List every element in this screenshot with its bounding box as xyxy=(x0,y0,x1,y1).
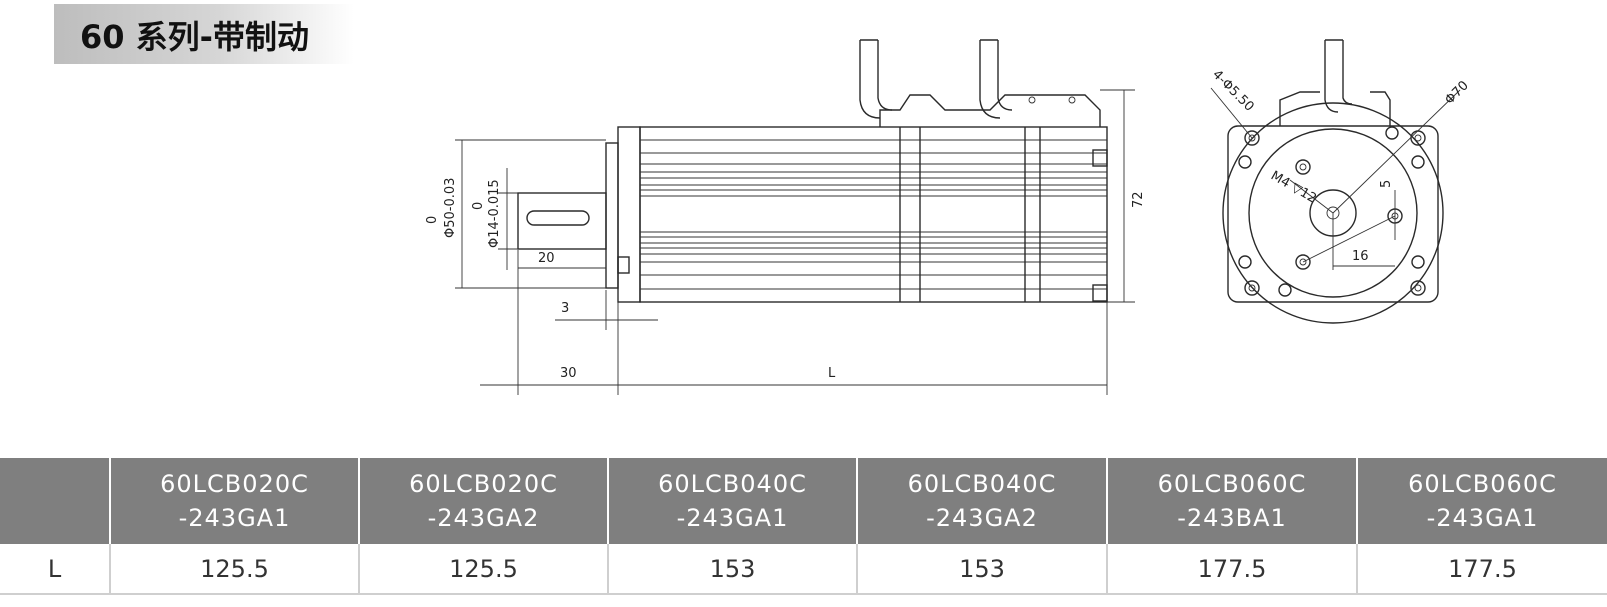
model-header: 60LCB060C-243GA1 xyxy=(1356,458,1607,544)
length-cell: 125.5 xyxy=(109,544,359,595)
title-bar xyxy=(54,4,354,64)
table-row: L 125.5 125.5 153 153 177.5 177.5 xyxy=(0,544,1607,595)
shaft-key xyxy=(526,210,590,226)
key-height-label: 5 xyxy=(1379,180,1394,188)
length-cell: 177.5 xyxy=(1356,544,1607,595)
body-length-label: L xyxy=(828,366,836,381)
page-title: 60 系列-带制动 xyxy=(80,18,309,56)
model-header: 60LCB020C-243GA1 xyxy=(109,458,359,544)
shaft-dia-label: Φ14-0.015 xyxy=(487,179,502,248)
holes-label: 4-Φ5.50 xyxy=(1209,67,1256,114)
flange-dia-tol: 0 xyxy=(425,216,440,224)
height-label: 72 xyxy=(1131,191,1146,208)
length-cell: 153 xyxy=(607,544,857,595)
model-header: 60LCB060C-243BA1 xyxy=(1106,458,1357,544)
row-label: L xyxy=(0,544,110,595)
flange xyxy=(617,126,641,303)
front-outer-circle xyxy=(1222,102,1444,324)
front-view: 4-Φ5.50 Φ70 M4 ▽12 5 16 xyxy=(1209,39,1472,324)
side-view: 0 Φ50-0.03 0 Φ14-0.015 20 3 30 L 72 xyxy=(425,39,1146,395)
tap-label: M4 ▽12 xyxy=(1268,168,1319,206)
shaft xyxy=(517,192,607,250)
length-cell: 125.5 xyxy=(358,544,608,595)
model-header: 60LCB020C-243GA2 xyxy=(358,458,608,544)
key-width-label: 16 xyxy=(1352,249,1369,264)
table-header-row: 60LCB020C-243GA1 60LCB020C-243GA2 60LCB0… xyxy=(0,458,1607,544)
flange-dia-label: Φ50-0.03 xyxy=(443,178,458,238)
model-header: 60LCB040C-243GA2 xyxy=(856,458,1107,544)
length-cell: 153 xyxy=(856,544,1107,595)
spec-table: 60LCB020C-243GA1 60LCB020C-243GA2 60LCB0… xyxy=(0,458,1607,595)
shaft-length-label: 30 xyxy=(560,366,577,381)
corner-cell xyxy=(0,458,110,544)
mounting-holes xyxy=(1238,126,1426,297)
technical-drawing: 0 Φ50-0.03 0 Φ14-0.015 20 3 30 L 72 xyxy=(425,39,1472,395)
front-flange-square xyxy=(1227,125,1439,303)
front-pilot-circle xyxy=(1248,128,1418,298)
flange-tab xyxy=(617,256,630,274)
key-length-label: 20 xyxy=(538,251,555,266)
step-label: 3 xyxy=(561,301,569,316)
motor-body xyxy=(639,126,1108,303)
body-fins xyxy=(640,139,1107,290)
flange-step xyxy=(605,142,619,289)
cable-connectors xyxy=(859,39,1101,127)
length-cell: 177.5 xyxy=(1106,544,1357,595)
model-header: 60LCB040C-243GA1 xyxy=(607,458,857,544)
shaft-dia-tol: 0 xyxy=(471,202,486,210)
